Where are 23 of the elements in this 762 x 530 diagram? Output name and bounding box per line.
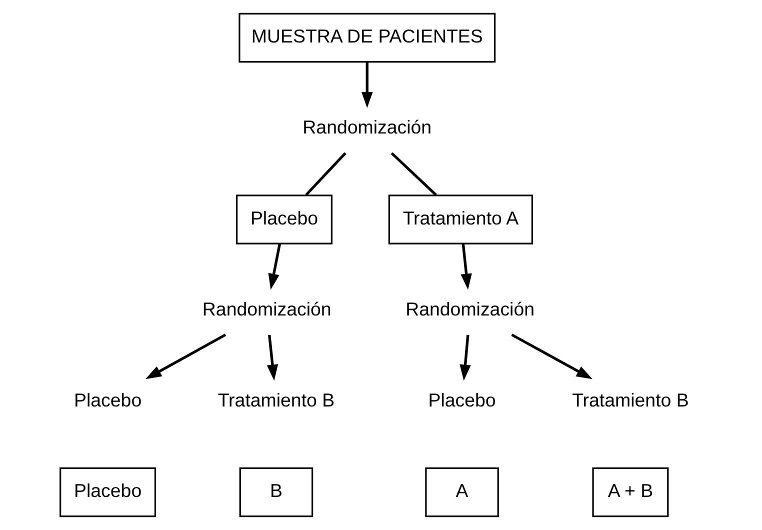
node-text: Placebo [74,389,142,410]
node-box: Placebo [236,194,332,244]
node-text: Randomización [202,298,331,320]
node-text: Randomización [302,116,432,138]
node-text: Placebo [428,389,496,410]
arrow [460,244,472,290]
node-box: A + B [592,467,668,518]
node-box: Tratamiento A [388,194,533,244]
connector [390,152,436,196]
node-text: Tratamiento B [572,389,688,410]
node-box: Placebo [59,467,156,518]
arrow [459,334,470,381]
arrow [510,334,592,380]
arrow [361,62,372,108]
node-box: MUESTRA DE PACIENTES [238,12,496,63]
node-text: Randomización [405,298,534,320]
node-box: A [424,467,498,518]
arrow [144,334,226,380]
connector [304,152,346,196]
node-text: Tratamiento B [217,389,334,410]
arrow [266,334,278,381]
node-box: B [238,467,313,518]
arrow [268,244,280,290]
